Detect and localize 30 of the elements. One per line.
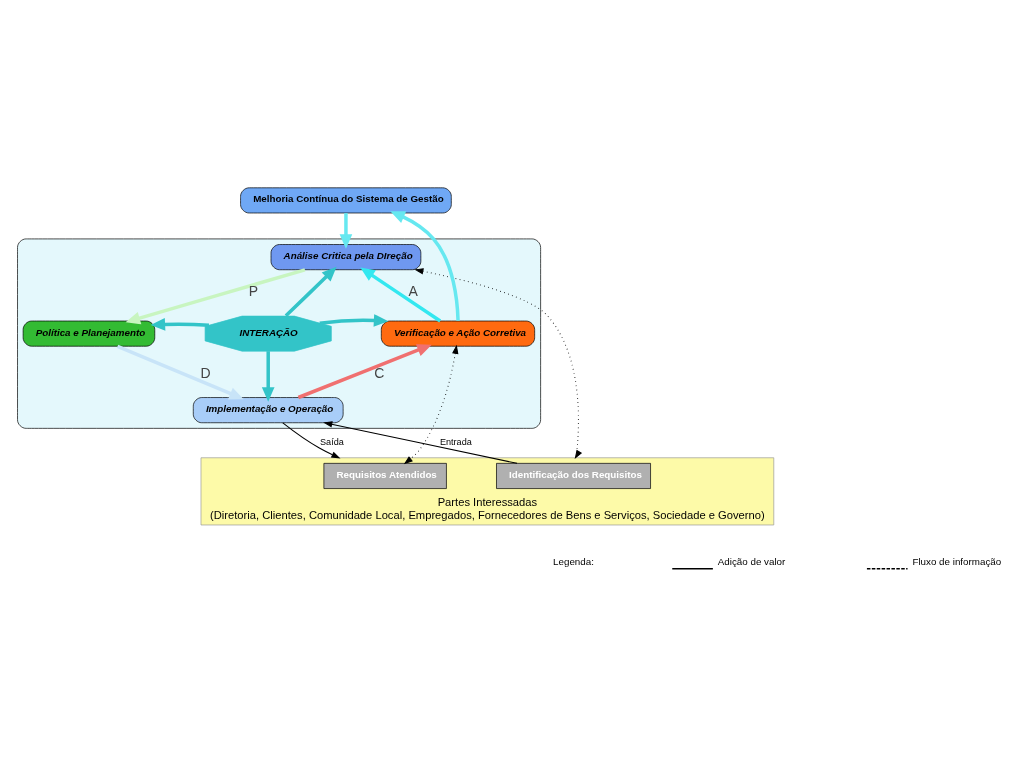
legend-label: Fluxo de informação <box>912 555 1002 567</box>
node-box: Política e Planejamento <box>22 320 156 347</box>
arrow <box>414 267 583 459</box>
arrow <box>284 266 337 317</box>
arrow <box>360 266 442 322</box>
arrow <box>390 210 460 321</box>
arrow <box>339 212 353 249</box>
edge-label: P <box>248 282 259 299</box>
arrow <box>150 317 210 331</box>
legend-label: Adição de valor <box>717 555 786 567</box>
arrow <box>403 344 459 464</box>
arrow <box>323 420 518 464</box>
node-box: Melhoria Contínua do Sistema de Gestão <box>240 186 452 213</box>
arrow <box>116 344 244 399</box>
node-box: Verificação e Ação Corretiva <box>380 320 535 347</box>
node-box: Implementação e Operação <box>192 396 344 423</box>
label: Legenda: <box>553 555 594 567</box>
arrow <box>125 267 306 324</box>
edge-label: Entrada <box>439 436 472 447</box>
edge-label: A <box>408 282 418 299</box>
edge-label: Saída <box>320 436 344 447</box>
edge-label: D <box>200 364 211 381</box>
arrow <box>297 343 432 399</box>
node-box: Requisitos Atendidos <box>323 462 447 489</box>
node-box: Identificação dos Requisitos <box>496 462 651 489</box>
arrow <box>282 421 341 458</box>
arrow <box>261 350 275 402</box>
arrow <box>319 313 389 327</box>
node-box: Análise Critica pela DIreção <box>270 243 422 270</box>
edge-label: C <box>374 364 385 381</box>
